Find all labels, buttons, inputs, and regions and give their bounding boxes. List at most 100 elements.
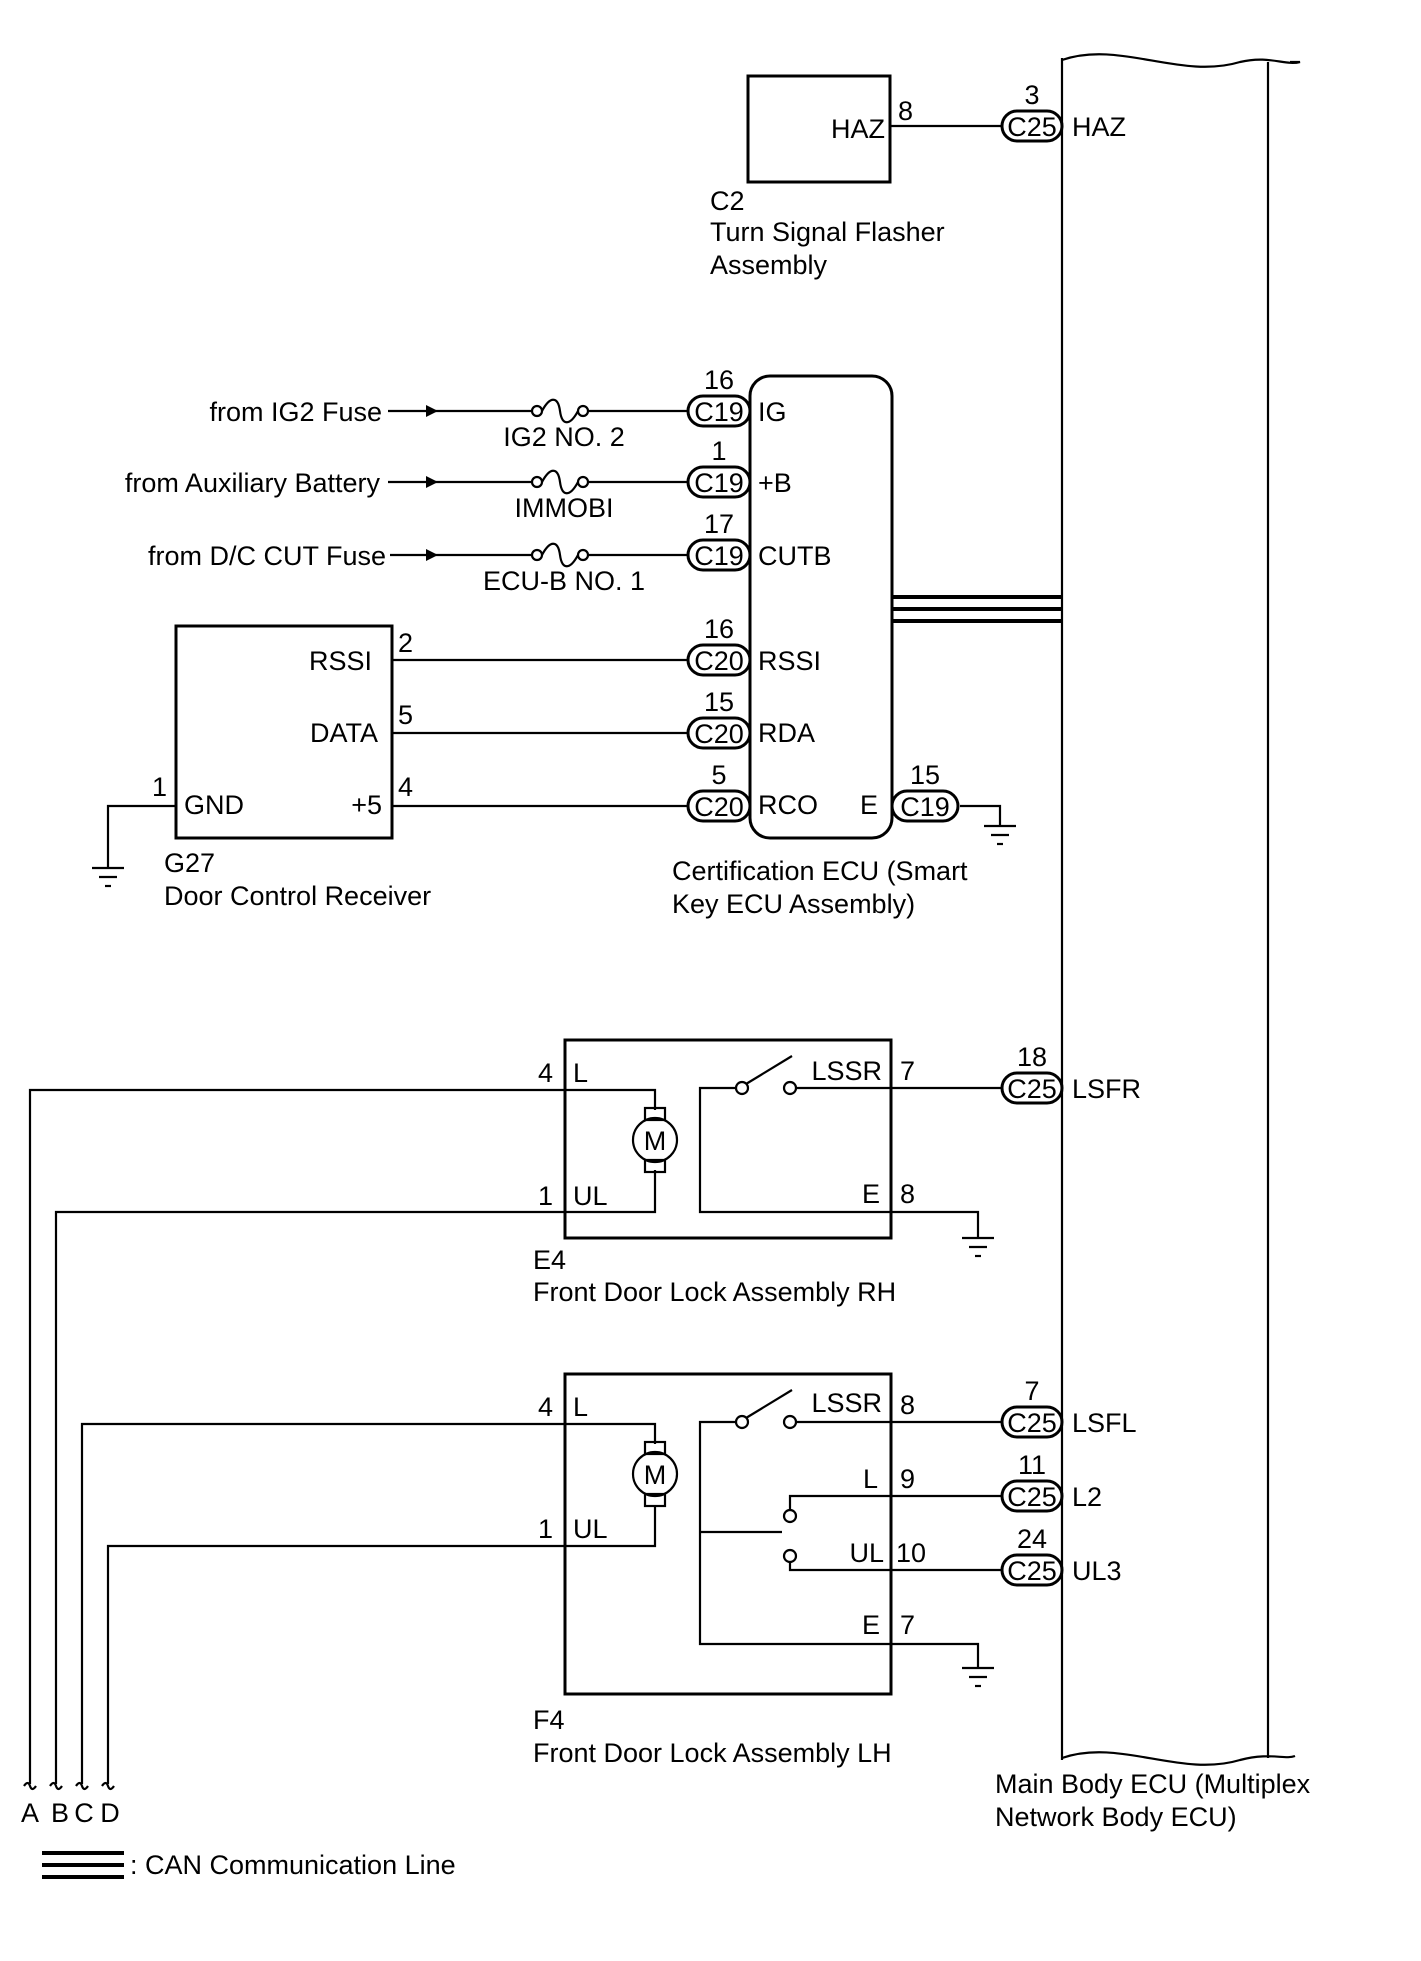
legend: : CAN Communication Line: [42, 1850, 456, 1880]
svg-text:C20: C20: [694, 646, 744, 676]
svg-text:M: M: [644, 1460, 667, 1490]
main-body-ecu: Main Body ECU (Multiplex Network Body EC…: [995, 53, 1311, 1832]
f4-pinno-ul2: 10: [896, 1538, 926, 1568]
f4-code: F4: [533, 1705, 565, 1735]
main-pin-lsfl: LSFL: [1072, 1408, 1137, 1438]
continuation-wires: A B C D: [21, 1088, 565, 1828]
connector-ig: C19 16: [686, 365, 752, 428]
svg-text:16: 16: [704, 365, 734, 395]
f4-pin-l: L: [573, 1392, 588, 1422]
arrow-icon: [426, 405, 438, 417]
connector-e: C19 15: [890, 760, 960, 823]
break-icon: [75, 1781, 89, 1791]
svg-text:3: 3: [1024, 80, 1039, 110]
g27-pin-data: DATA: [310, 718, 378, 748]
svg-text:C19: C19: [900, 792, 950, 822]
fuse-ig2: IG2 NO. 2: [503, 422, 625, 452]
f4-pin-ul2: UL: [849, 1538, 884, 1568]
g27-pinno-data: 5: [398, 700, 413, 730]
fuse-icon: [541, 398, 579, 424]
svg-text:15: 15: [910, 760, 940, 790]
svg-text:M: M: [644, 1126, 667, 1156]
ground-icon: [984, 824, 1016, 846]
connector-lsfr: C25 18 LSFR: [1000, 1042, 1141, 1105]
svg-text:11: 11: [1018, 1450, 1046, 1480]
break-icon: [49, 1781, 63, 1791]
c2-pin-no: 8: [898, 96, 913, 126]
main-ecu-name-line1: Main Body ECU (Multiplex: [995, 1769, 1311, 1799]
g27-pinno-p5: 4: [398, 772, 413, 802]
svg-text:C25: C25: [1007, 1482, 1057, 1512]
svg-text:C19: C19: [694, 397, 744, 427]
e4-pinno-ul: 1: [538, 1181, 553, 1211]
g27-name: Door Control Receiver: [164, 881, 431, 911]
svg-text:5: 5: [711, 760, 726, 790]
cert-ground: [960, 804, 1016, 846]
f4-pinno-ul: 1: [538, 1514, 553, 1544]
fuse-icon: [541, 542, 579, 568]
g27-pin-rssi: RSSI: [309, 646, 372, 676]
cont-label-b: B: [51, 1798, 69, 1828]
svg-text:C25: C25: [1007, 1074, 1057, 1104]
cert-name-line1: Certification ECU (Smart: [672, 856, 968, 886]
connector-lsfl: C25 7 LSFL: [1000, 1376, 1137, 1439]
e4-pinno-l: 4: [538, 1058, 553, 1088]
f4-pin-e: E: [862, 1610, 880, 1640]
can-lines: [892, 595, 1062, 623]
main-ecu-name-line2: Network Body ECU): [995, 1802, 1237, 1832]
cont-label-a: A: [21, 1798, 39, 1828]
e4-pin-l: L: [573, 1058, 588, 1088]
svg-text:C25: C25: [1007, 112, 1057, 142]
svg-text:C25: C25: [1007, 1408, 1057, 1438]
svg-text:C19: C19: [694, 468, 744, 498]
break-icon: [23, 1781, 37, 1791]
arrow-icon: [426, 549, 438, 561]
ground-icon: [92, 866, 124, 888]
f4-pinno-l2: 9: [900, 1464, 915, 1494]
connectors: C25 3 HAZ C25 18 LSFR C25 7 LSFL C25 11 …: [686, 80, 1141, 1587]
motor-icon: M: [631, 1116, 679, 1164]
svg-text:C19: C19: [694, 541, 744, 571]
cert-name-line2: Key ECU Assembly): [672, 889, 915, 919]
cert-pin-b: +B: [758, 468, 792, 498]
c2-pin-haz: HAZ: [831, 114, 885, 144]
e4-pin-e: E: [862, 1179, 880, 1209]
f4-pin-l2: L: [863, 1464, 878, 1494]
cert-pin-rda: RDA: [758, 718, 815, 748]
f4-pin-lssr: LSSR: [811, 1388, 882, 1418]
cont-label-d: D: [100, 1798, 120, 1828]
f4-pin-ul: UL: [573, 1514, 608, 1544]
svg-text:16: 16: [704, 614, 734, 644]
source-aux-label: from Auxiliary Battery: [125, 468, 381, 498]
turn-signal-flasher: HAZ 8 C2 Turn Signal Flasher Assembly: [710, 74, 1002, 280]
connector-ul3: C25 24 UL3: [1000, 1524, 1122, 1587]
cont-label-c: C: [74, 1798, 94, 1828]
main-pin-ul3: UL3: [1072, 1556, 1122, 1586]
connector-l2: C25 11 L2: [1000, 1450, 1102, 1513]
cert-pin-rco: RCO: [758, 790, 818, 820]
svg-text:17: 17: [704, 509, 734, 539]
e4-pin-ul: UL: [573, 1181, 608, 1211]
g27-code: G27: [164, 848, 215, 878]
connector-b: C19 1: [686, 436, 752, 499]
door-control-receiver: RSSI DATA GND +5 2 5 1 4 G27 Door Contro…: [92, 624, 688, 911]
ground-icon: [962, 1236, 994, 1258]
fuse-icon: [541, 469, 579, 495]
svg-text:24: 24: [1017, 1524, 1047, 1554]
e4-code: E4: [533, 1245, 566, 1275]
g27-pin-gnd: GND: [184, 790, 244, 820]
g27-pinno-rssi: 2: [398, 628, 413, 658]
ground-icon: [962, 1666, 994, 1688]
main-pin-haz: HAZ: [1072, 112, 1126, 142]
g27-pinno-gnd: 1: [152, 772, 167, 802]
c2-code: C2: [710, 186, 745, 216]
connector-rco: C20 5: [686, 760, 752, 823]
svg-text:7: 7: [1024, 1376, 1039, 1406]
svg-text:C20: C20: [694, 792, 744, 822]
c2-name-line2: Assembly: [710, 250, 828, 280]
svg-text:15: 15: [704, 687, 734, 717]
source-ig2-label: from IG2 Fuse: [209, 397, 382, 427]
front-door-lock-lh: L UL LSSR L UL E 4 1 8 9 10 7 F4 Front D…: [533, 1372, 1002, 1768]
connector-rssi: C20 16: [686, 614, 752, 677]
